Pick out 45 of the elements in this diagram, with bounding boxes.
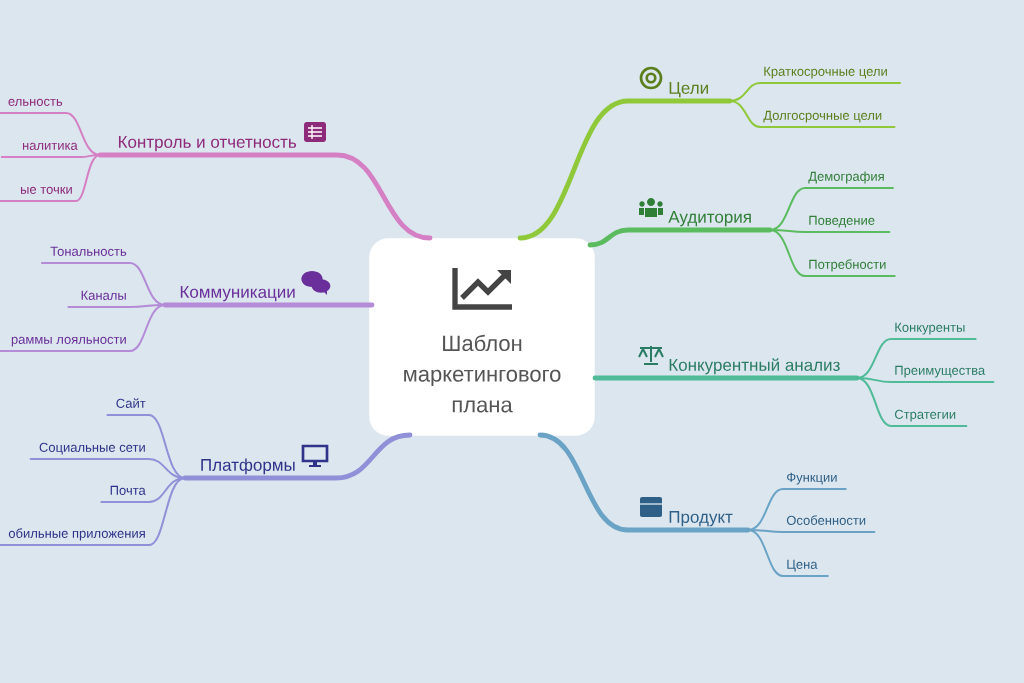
subtopic: обильные приложения	[8, 528, 145, 541]
subtopic: Конкуренты	[895, 322, 965, 335]
branch-line	[517, 98, 733, 241]
branch-line	[537, 432, 751, 533]
subtopic: Стратегии	[894, 409, 956, 422]
subtopic: Тональность	[50, 246, 127, 256]
subtopic: налитика	[22, 142, 78, 150]
subtopic: Цена	[787, 559, 818, 572]
subtopic-line	[106, 414, 186, 479]
subtopic: Поведение	[809, 215, 875, 228]
branch-topic: Контроль и отчетность	[118, 136, 297, 152]
branch-topic: Цели	[669, 82, 708, 98]
subtopic: раммы лояльности	[11, 336, 126, 347]
subtopic-line	[0, 304, 166, 352]
subtopic-line	[769, 229, 896, 277]
branch-topic: Конкурентный анализ	[669, 358, 840, 375]
branch-line	[97, 152, 433, 241]
branch-line	[182, 432, 413, 481]
subtopic-line	[0, 154, 101, 202]
subtopic: Долгосрочные цели	[763, 110, 882, 123]
subtopic: Демография	[808, 171, 884, 184]
branch-topic: Коммуникации	[180, 286, 295, 302]
branch-topic: Продукт	[669, 511, 733, 527]
subtopic-line	[0, 477, 186, 546]
subtopic: ые точки	[21, 186, 72, 194]
branch-line	[162, 302, 375, 308]
subtopic: Потребности	[809, 259, 886, 272]
subtopic-line	[729, 100, 896, 128]
central-topic-box: Шаблон маркетингового плана	[369, 238, 595, 436]
subtopic: Преимущества	[895, 365, 986, 378]
subtopic-line	[100, 477, 186, 503]
subtopic: ельность	[8, 98, 63, 106]
branch-topic: Платформы	[201, 458, 295, 475]
subtopic: Социальные сети	[39, 442, 145, 455]
subtopic: Функции	[787, 472, 837, 485]
branch-line	[587, 227, 773, 248]
branch-topic: Аудитория	[668, 211, 751, 227]
subtopic-line	[747, 529, 829, 577]
subtopic: Сайт	[116, 398, 146, 408]
subtopic-line	[856, 377, 968, 427]
subtopic: Каналы	[81, 290, 126, 300]
branch-line	[592, 375, 860, 381]
subtopic: Почта	[110, 485, 146, 495]
subtopic: Особенности	[786, 515, 866, 525]
subtopic: Краткосрочные цели	[764, 66, 887, 79]
